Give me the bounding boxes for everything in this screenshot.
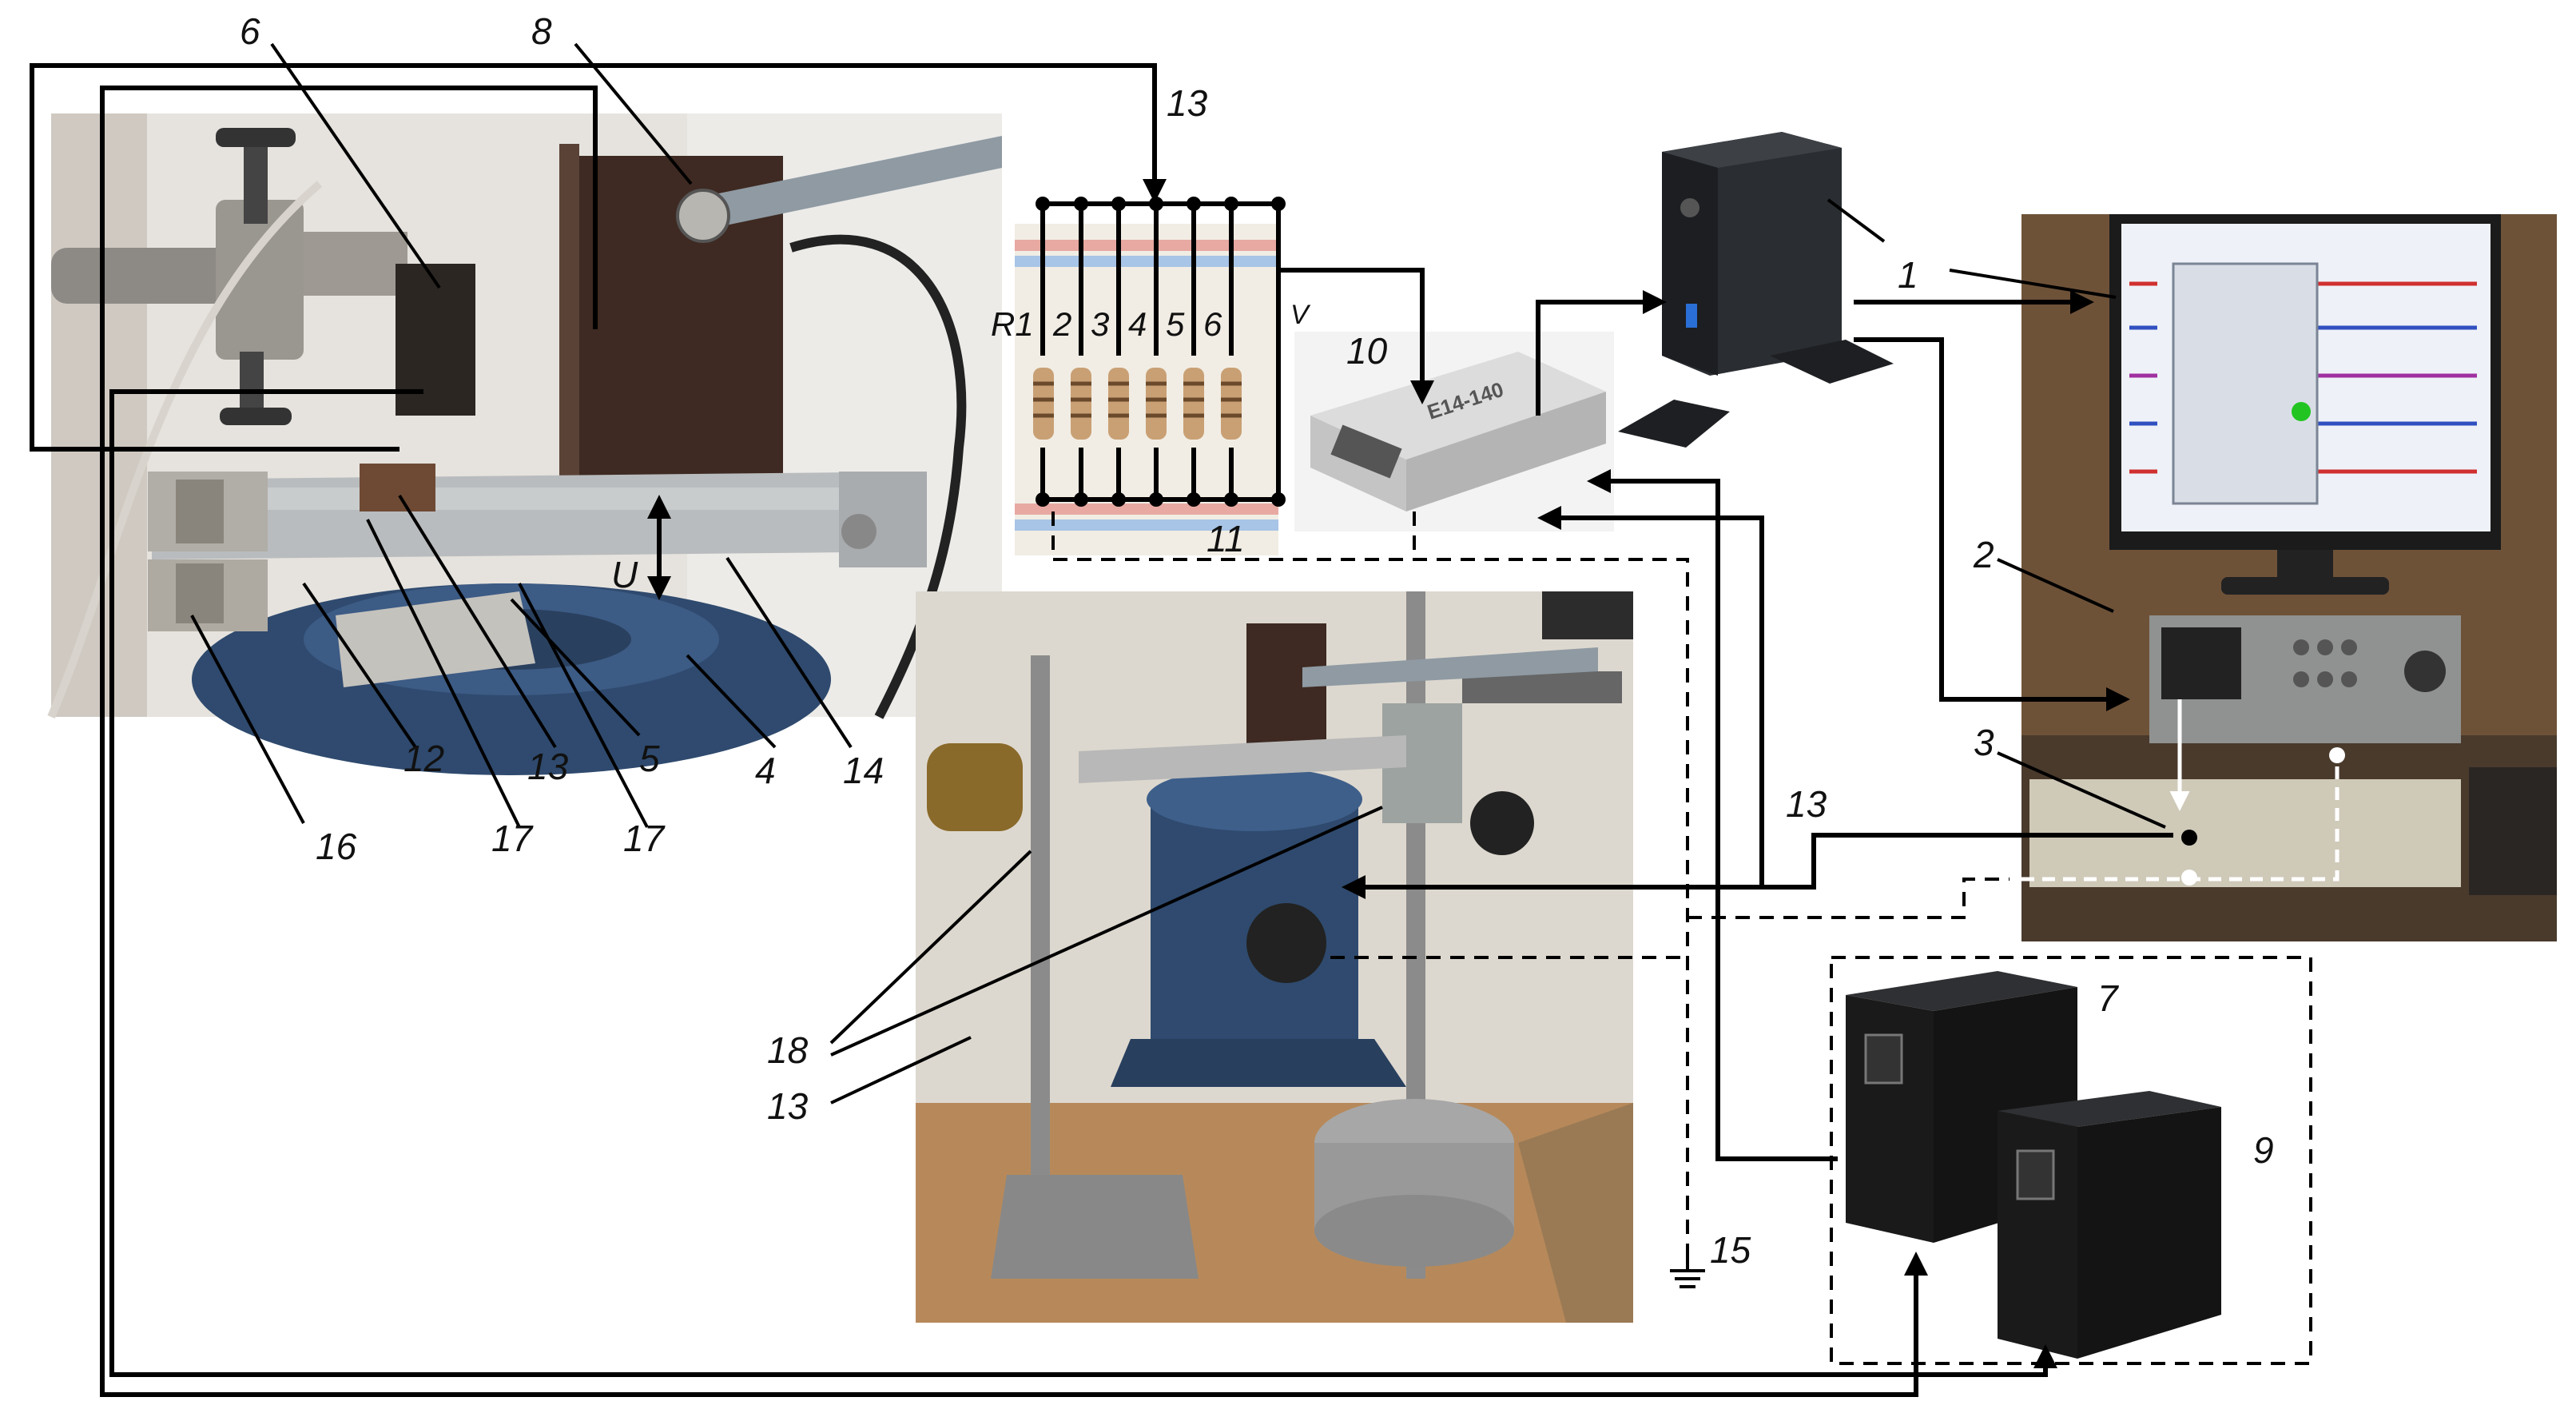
wiring	[30, 63, 2190, 1397]
label-5: 5	[639, 738, 660, 779]
label-7: 7	[2097, 977, 2119, 1019]
label-11: 11	[1207, 518, 1245, 559]
label-10: 10	[1346, 330, 1388, 372]
photo-breadboard	[1015, 224, 1278, 555]
label-16: 16	[316, 826, 357, 867]
power-supply-9	[1998, 1091, 2221, 1359]
resistor-label-2: 2	[1052, 305, 1071, 343]
label-13-top: 13	[1167, 82, 1208, 124]
label-17-a: 17	[491, 818, 534, 859]
status-led-icon	[2292, 402, 2311, 421]
resistor-label-3: 3	[1091, 305, 1109, 343]
dashed-connections	[1051, 511, 2345, 1365]
photo-mini-pc	[1618, 132, 1894, 448]
resistor-label-6: 6	[1203, 305, 1222, 343]
resistor-label-5: 5	[1166, 305, 1185, 343]
resistor-labels: R1 2 3 4 5 6	[991, 305, 1222, 343]
label-U: U	[611, 554, 638, 595]
label-13-left: 13	[527, 746, 569, 787]
label-12: 12	[403, 738, 444, 779]
label-6: 6	[240, 10, 260, 52]
label-18: 18	[767, 1029, 809, 1071]
label-13-right: 13	[1786, 783, 1827, 825]
photo-adc-module: E14-140	[1294, 332, 1614, 531]
label-9: 9	[2253, 1129, 2274, 1171]
photo-workstation	[2021, 214, 2557, 941]
label-3: 3	[1974, 722, 1994, 763]
label-17-b: 17	[623, 818, 666, 859]
numeric-labels: 1 2 3 4 5 6 7 8 9 10 11 12 13 13 13 13 1…	[240, 10, 2274, 1271]
label-14: 14	[843, 750, 884, 791]
label-15: 15	[1710, 1229, 1751, 1271]
label-2: 2	[1973, 534, 1994, 575]
label-4: 4	[755, 750, 776, 791]
label-1: 1	[1898, 254, 1918, 296]
resistor-label-4: 4	[1128, 305, 1147, 343]
resistor-label-r1: R1	[991, 305, 1034, 343]
label-8: 8	[531, 10, 552, 52]
leader-lines	[190, 42, 2166, 1105]
ground-icon	[1670, 1255, 1705, 1288]
screen-traces	[2129, 281, 2477, 474]
photo-shaker-stand	[916, 591, 1633, 1323]
label-13-bottom: 13	[767, 1085, 809, 1127]
label-V: V	[1290, 300, 1311, 330]
photo-cantilever-closeup	[47, 113, 1002, 775]
